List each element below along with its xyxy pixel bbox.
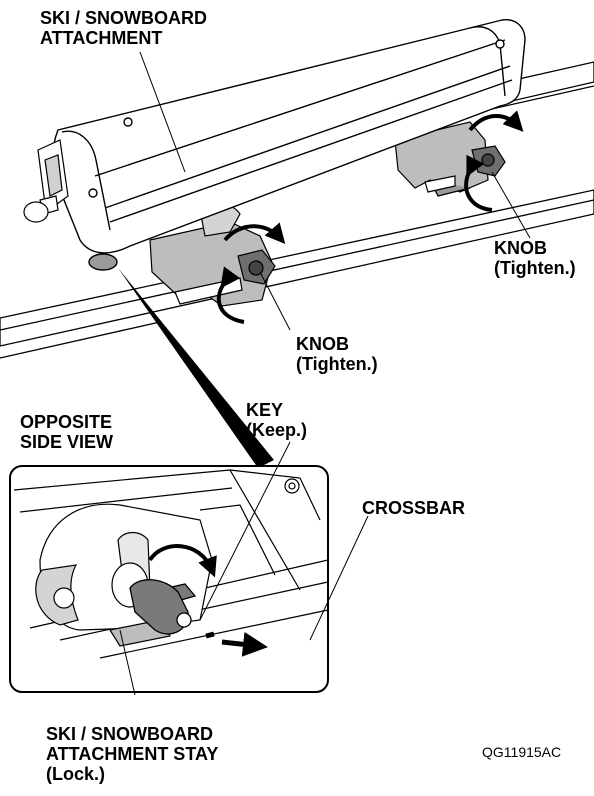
inset-pull-arrow [205,631,268,657]
label-attachment: SKI / SNOWBOARD ATTACHMENT [40,8,207,48]
label-knob-right-line2: (Tighten.) [494,258,576,278]
label-stay-line2: ATTACHMENT STAY [46,744,219,764]
label-key-line2: (Keep.) [246,420,308,440]
label-stay-line3: (Lock.) [46,764,106,784]
knob-left-rotate-arrows [216,222,286,324]
inset-callout-wedge [118,268,274,468]
label-knob-left-line2: (Tighten.) [296,354,378,374]
label-knob-left-line1: KNOB [296,334,349,354]
key-small-icon [23,195,59,223]
label-attachment-stay: SKI / SNOWBOARD ATTACHMENT STAY (Lock.) [46,724,218,784]
label-knob-left: KNOB (Tighten.) [296,334,378,374]
label-opposite-line1: OPPOSITE [20,412,113,432]
inset-rotate-arrow [148,544,217,578]
knob-right-rotate-arrows [464,110,524,212]
label-key-line1: KEY [246,400,284,420]
end-cap-lock [37,139,69,214]
label-attachment-line2: ATTACHMENT [40,28,163,48]
label-key: KEY (Keep.) [246,400,307,440]
label-crossbar: CROSSBAR [362,498,466,518]
label-stay-line1: SKI / SNOWBOARD [46,724,214,744]
rear-mount-bracket [394,121,489,197]
leader-lines [119,51,531,696]
figure-code: QG11915AC [482,744,562,760]
label-opposite-side-view: OPPOSITE SIDE VIEW [20,412,113,452]
label-attachment-line1: SKI / SNOWBOARD [40,8,208,28]
knob-left-icon [237,249,276,285]
label-knob-right-line1: KNOB [494,238,547,258]
label-opposite-line2: SIDE VIEW [20,432,114,452]
label-knob-right: KNOB (Tighten.) [494,238,576,278]
key-inset-icon [129,579,197,635]
